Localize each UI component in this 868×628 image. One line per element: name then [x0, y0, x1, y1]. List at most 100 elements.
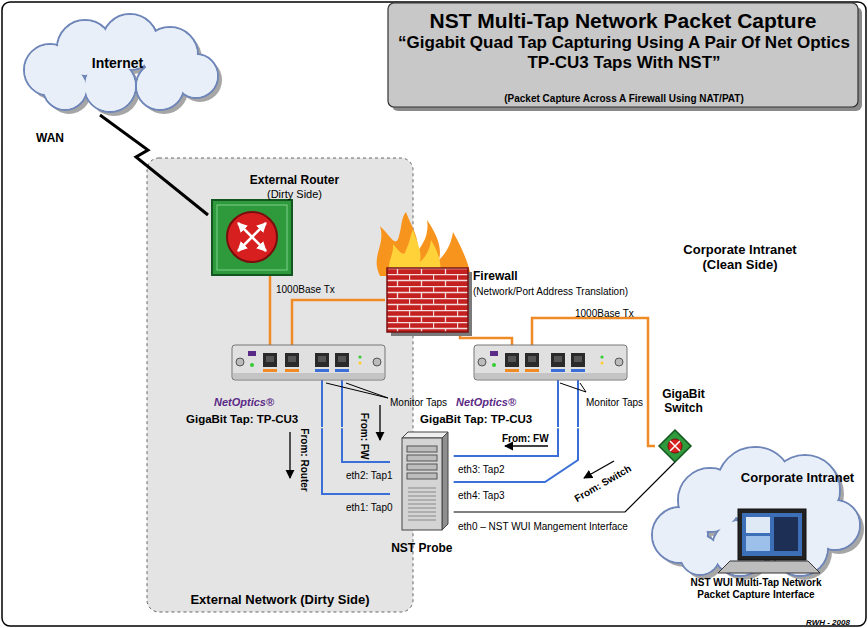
label-holder: Corporate Intranet (Clean Side): [675, 243, 805, 273]
direction-label: From: Switch: [573, 463, 634, 505]
server-tower: [402, 432, 448, 530]
subtitle-note: (Packet Capture Across A Firewall Using …: [504, 93, 744, 105]
text-holder: (Network/Port Address Translation): [473, 281, 628, 299]
leader-lines: [326, 383, 586, 398]
interface-label: eth2: Tap1: [346, 470, 393, 482]
router-icon: [212, 200, 292, 275]
brand-logo: NetOptics®: [214, 396, 274, 409]
label-holder: eth4: Tap3: [458, 485, 505, 503]
text-holder: GigaBit Switch: [655, 388, 712, 416]
dirty-zone-ground: [147, 158, 413, 612]
workstation-node: NST WUI Multi-Tap Network Packet Capture…: [680, 505, 832, 617]
cloud-fill: [653, 448, 859, 575]
label-holder: From: Switch: [570, 458, 634, 505]
label-holder: eth1: Tap0: [346, 497, 393, 515]
laptop-icon: [718, 509, 820, 573]
label-holder: From: Router: [297, 428, 315, 491]
node-title: GigaBit Tap: TP-CU3: [420, 413, 532, 426]
label-holder: RWH - 2008: [806, 611, 850, 628]
node-illustration: [390, 438, 452, 558]
diagram-title: NST Multi-Tap Network Packet Capture: [429, 9, 816, 33]
text-holder: GigaBit Tap: TP-CU3: [186, 409, 298, 427]
interface-label: eth4: Tap3: [458, 490, 505, 502]
title-holder: NST Multi-Tap Network Packet Capture: [390, 9, 856, 33]
network-cable: [269, 275, 272, 345]
node-title: External Router: [250, 174, 339, 188]
firewall-wall: [387, 268, 472, 336]
cloud-outline: [24, 14, 218, 112]
brand-logo: NetOptics®: [456, 396, 516, 409]
connector-label: 1000Base Tx: [276, 284, 335, 296]
cloud-shadow: [656, 451, 864, 580]
switch-node: GigaBit Switch: [655, 388, 712, 462]
interface-label: eth3: Tap2: [458, 464, 505, 476]
label-holder: “Gigabit Quad Tap Capturing Using A Pair…: [392, 33, 856, 72]
node-title: Firewall: [473, 270, 518, 284]
network-cable: [454, 428, 578, 482]
network-cable: [322, 428, 390, 494]
label-holder: From: FW: [357, 413, 375, 460]
zone-label: Corporate Intranet (Clean Side): [675, 243, 805, 273]
text-holder: Firewall: [473, 266, 518, 284]
text-holder: Corporate Intranet: [740, 468, 855, 486]
direction-label: From: FW: [502, 433, 549, 445]
label-holder: From: FW: [502, 428, 549, 446]
network-cable: [292, 300, 385, 345]
text-holder: NST WUI Multi-Tap Network Packet Capture…: [680, 577, 832, 602]
tap-illustration: [474, 345, 627, 380]
callout-label: Monitor Taps: [586, 397, 643, 409]
node-title: NST WUI Multi-Tap Network Packet Capture…: [680, 577, 832, 600]
text-holder: Internet: [10, 54, 225, 72]
label-holder: NetOptics®: [456, 392, 516, 410]
callout-label: Monitor Taps: [390, 397, 447, 409]
node-title: External Network (Dirty Side): [190, 593, 369, 608]
node-title: GigaBit Tap: TP-CU3: [186, 413, 298, 426]
switch-icon: [659, 430, 691, 462]
interface-label: eth1: Tap0: [346, 502, 393, 514]
network-cable: [454, 428, 558, 456]
author-note: RWH - 2008: [806, 618, 850, 627]
node-title: Corporate Intranet: [741, 471, 854, 486]
title-panel: [388, 3, 858, 107]
label-holder: (Packet Capture Across A Firewall Using …: [392, 88, 856, 106]
tap-device: GigaBit Tap: TP-CU3: [418, 345, 630, 428]
firewall-node: Firewall (Network/Port Address Translatio…: [385, 262, 650, 332]
label-holder: eth0 – NST WUI Mangement Interface: [458, 516, 628, 534]
node-subtitle: (Network/Port Address Translation): [473, 286, 628, 298]
router-node: External Router(Dirty Side): [208, 170, 343, 275]
label-holder: Monitor Taps: [390, 392, 447, 410]
direction-label: From: Router: [299, 428, 311, 491]
cloud-node: Internet: [10, 10, 230, 115]
label-holder: eth2: Tap1: [346, 465, 393, 483]
network-cable: [532, 318, 655, 446]
label-holder: NetOptics®: [214, 392, 274, 410]
tap-illustration: [232, 345, 385, 380]
label-holder: WAN: [36, 128, 64, 146]
network-zone: External Network (Dirty Side) External Ro…: [147, 158, 413, 612]
direction-arrows: [290, 405, 614, 478]
text-holder: GigaBit Tap: TP-CU3: [420, 409, 532, 427]
cloud-outline: [652, 447, 860, 576]
label-holder: 1000Base Tx: [575, 303, 634, 321]
wan-link: [100, 115, 208, 215]
subtitle: “Gigabit Quad Tap Capturing Using A Pair…: [392, 33, 856, 72]
node-illustration: [680, 505, 830, 617]
text-holder: NST Probe: [390, 538, 454, 556]
connector-label: WAN: [36, 132, 64, 146]
node-title: GigaBit Switch: [655, 388, 712, 416]
direction-label: From: FW: [359, 413, 371, 460]
label-holder: eth3: Tap2: [458, 459, 505, 477]
connector-label: eth0 – NST WUI Mangement Interface: [458, 521, 628, 533]
label-holder: 1000Base Tx: [276, 279, 335, 297]
cloud-fill: [25, 15, 217, 111]
label-holder: Monitor Taps: [586, 392, 643, 410]
node-title: Internet: [92, 55, 143, 71]
server-node: NST Probe: [390, 438, 454, 558]
firewall-flames: [377, 212, 471, 276]
network-cable: [454, 462, 675, 512]
text-holder: External Router: [246, 170, 343, 188]
text-holder: External Network (Dirty Side): [147, 590, 413, 608]
